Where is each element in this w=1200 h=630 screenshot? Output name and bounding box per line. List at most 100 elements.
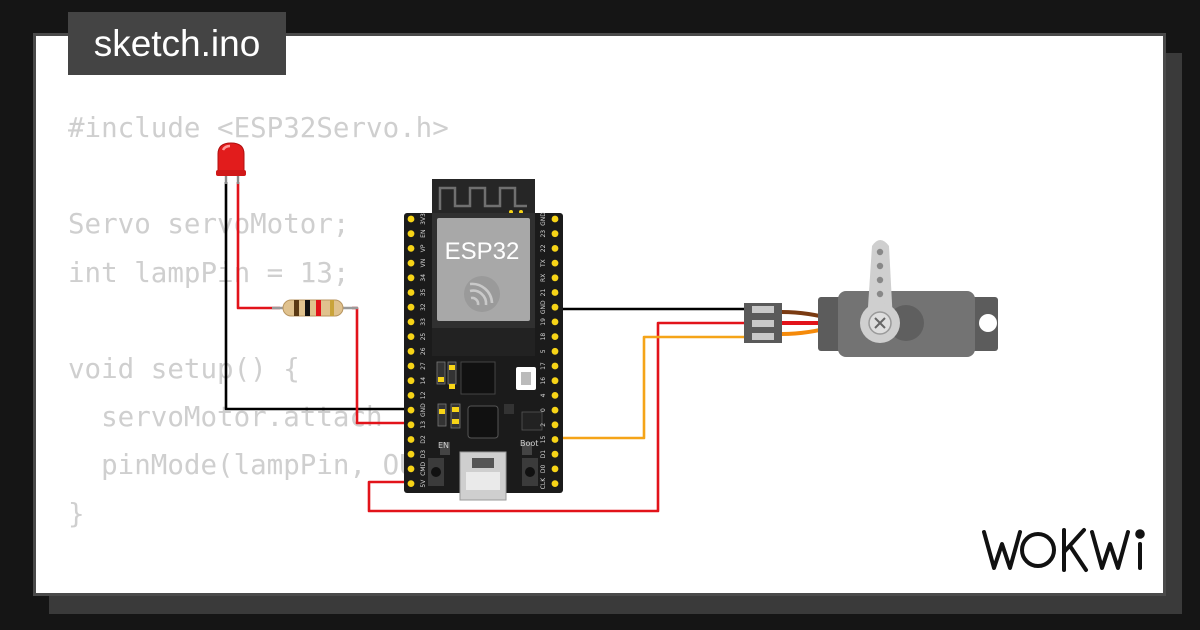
left-pin-label: 13 [420,421,427,429]
left-pin-label: D3 [420,450,427,459]
left-pin-label: EN [420,230,427,238]
resistor[interactable] [272,299,358,317]
right-pin-label: 18 [540,333,547,341]
right-pin[interactable] [551,215,559,223]
left-pin-label: VN [420,259,427,268]
left-pin-label: 14 [420,377,427,385]
right-pin-label: 19 [540,318,547,326]
right-pin[interactable] [551,245,559,252]
left-pin-label: D2 [420,435,427,444]
left-pin[interactable] [407,245,415,252]
right-pin-label: 23 [540,230,547,238]
left-pin-label: CMD [420,462,427,476]
wires [224,182,748,513]
wire-servo-signal [555,335,748,440]
left-pin-label: 26 [420,347,427,355]
left-pin[interactable] [407,480,415,487]
right-pin[interactable] [551,436,559,443]
left-pin[interactable] [407,450,415,458]
left-pin[interactable] [407,377,415,385]
left-pin[interactable] [407,406,415,414]
left-pin[interactable] [407,215,415,223]
right-pin-label: 5 [540,349,547,353]
right-pin[interactable] [551,421,559,429]
left-pin-label: 35 [420,289,427,297]
wokwi-logo[interactable] [980,524,1150,576]
left-pin[interactable] [407,347,415,355]
code-line: int lampPin = 13; [68,256,350,289]
left-pin-label: 12 [420,391,427,399]
left-pin-label: 3V3 [420,213,427,225]
esp32-left-header: 3V3ENVPVN343532332526271412GND13D2D3CMD5… [407,213,427,488]
right-pin-label: D0 [540,464,547,473]
right-pin[interactable] [551,465,559,473]
left-pin[interactable] [407,274,415,282]
right-pin[interactable] [551,362,559,370]
left-pin[interactable] [407,230,415,238]
wire-led-resistor [236,182,280,310]
board-label: ESP32 [445,238,520,265]
left-pin-label: 34 [420,274,427,282]
code-line: servoMotor.attach [68,401,383,434]
usb-connector [459,451,507,501]
servo-connector [744,303,837,343]
code-line: #include <ESP32Servo.h> [68,112,449,144]
left-pin-label: 25 [420,333,427,341]
left-pin[interactable] [407,318,415,326]
right-pin[interactable] [551,259,559,267]
filename-tab[interactable]: sketch.ino [68,12,286,75]
right-pin-label: GND [540,300,547,314]
right-pin[interactable] [551,480,559,487]
en-button[interactable] [428,458,444,486]
left-pin-label: VP [420,244,427,252]
right-pin[interactable] [551,377,559,385]
left-pin[interactable] [407,392,415,399]
left-pin[interactable] [407,259,415,267]
right-pin-label: 2 [540,423,547,427]
left-pin-label: 5V [420,479,427,488]
left-pin-label: GND [420,403,427,417]
wire-led-gnd [224,182,410,411]
right-pin-label: RX [540,274,547,282]
code-line: Servo servoMotor; [68,208,350,241]
right-pin-label: 17 [540,362,547,370]
red-led[interactable] [216,142,246,184]
boot-button[interactable] [522,458,538,486]
right-pin-label: D1 [540,450,547,459]
right-pin[interactable] [551,274,559,282]
right-pin-label: TX [540,259,547,268]
left-pin[interactable] [407,333,415,340]
right-pin[interactable] [551,347,559,355]
left-pin[interactable] [407,303,415,311]
left-pin[interactable] [407,362,415,370]
wire-servo-power [367,321,748,513]
right-pin[interactable] [551,450,559,458]
left-pin-label: 33 [420,318,427,326]
code-line: void setup() { [68,352,300,385]
espressif-logo-icon [464,276,500,312]
left-pin[interactable] [407,289,415,296]
right-pin-label: 21 [540,289,547,297]
left-pin-label: 27 [420,362,427,370]
left-pin[interactable] [407,465,415,473]
right-pin[interactable] [551,230,559,238]
servo-horn[interactable] [860,240,900,343]
code-line: } [68,497,85,530]
en-label: EN [438,441,449,450]
right-pin-label: 15 [540,436,547,444]
right-pin[interactable] [551,392,559,399]
right-pin[interactable] [551,303,559,311]
right-pin-label: 16 [540,377,547,385]
esp32-board[interactable]: ESP32 EN Boot [404,179,563,501]
left-pin[interactable] [407,421,415,429]
right-pin[interactable] [551,333,559,340]
right-pin[interactable] [551,318,559,326]
right-pin[interactable] [551,289,559,296]
wire-resistor-pin13 [352,306,410,425]
servo-motor[interactable] [818,240,998,357]
left-pin[interactable] [407,436,415,443]
right-pin-label: 22 [540,244,547,252]
right-pin[interactable] [551,406,559,414]
